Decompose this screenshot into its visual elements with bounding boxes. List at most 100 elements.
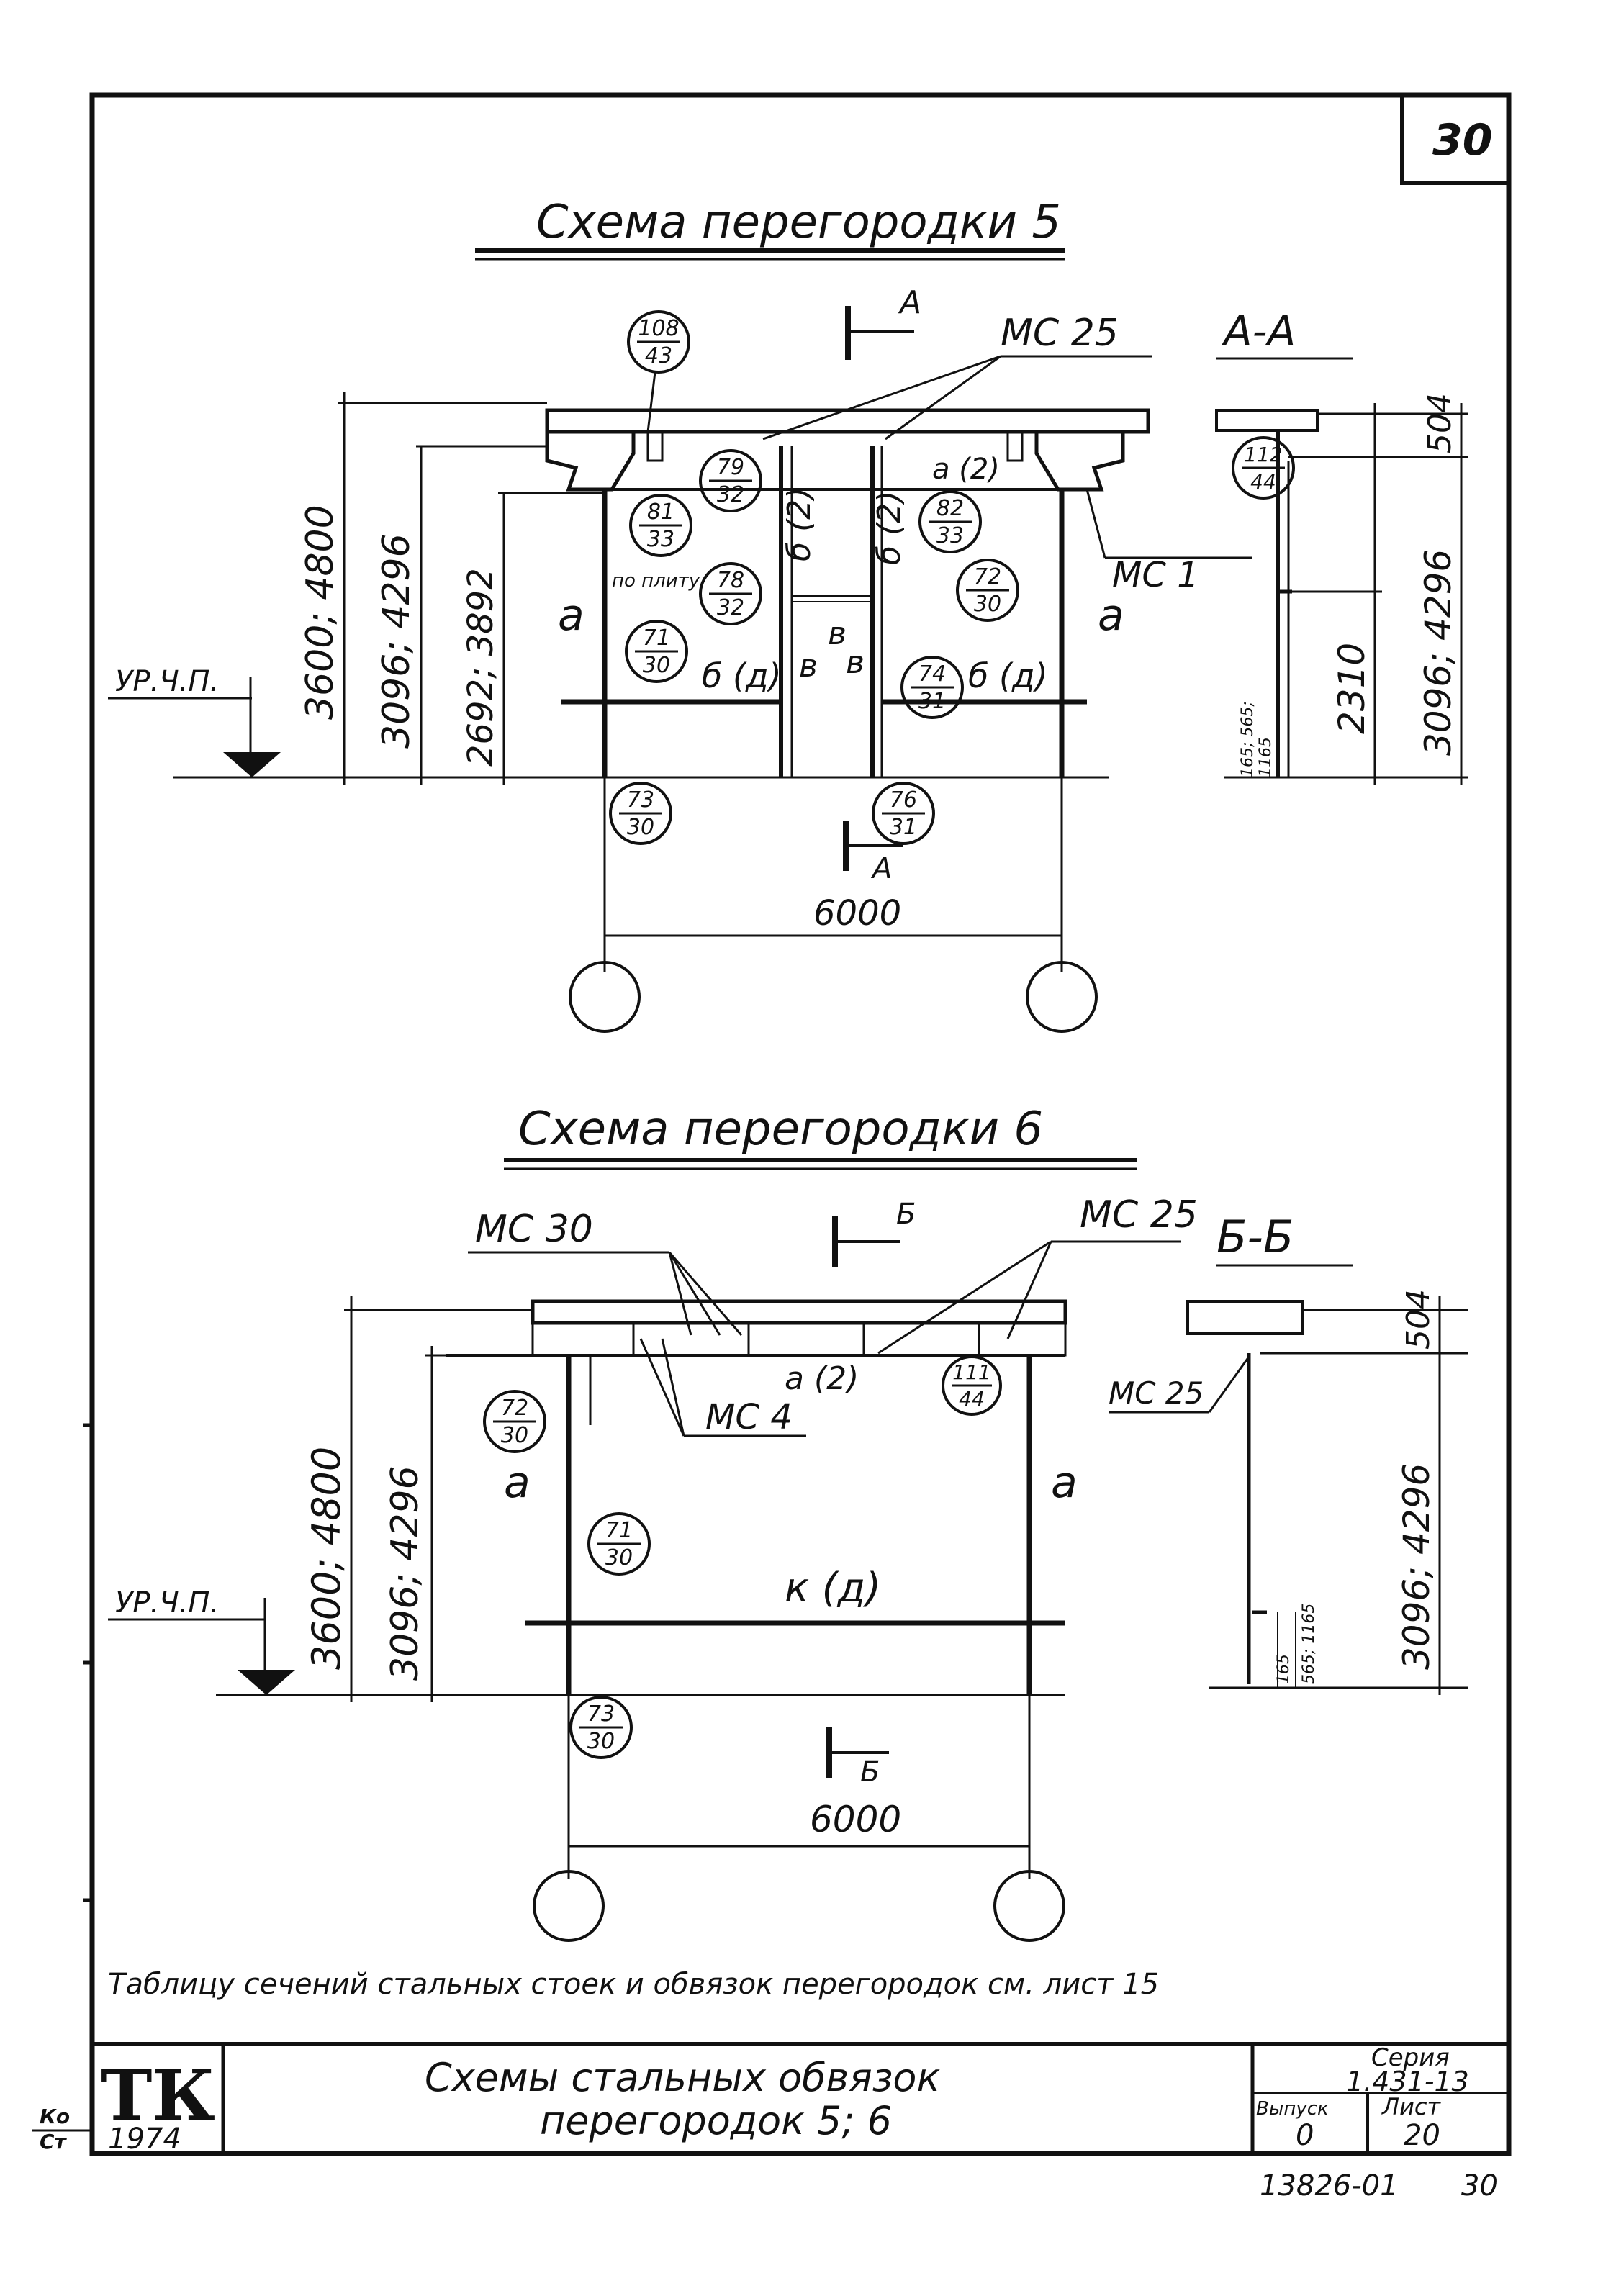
svg-text:165: 165 [1275, 1654, 1293, 1684]
svg-text:76: 76 [890, 787, 917, 813]
section-mark-a-top: А [845, 284, 921, 360]
svg-text:71: 71 [605, 1518, 633, 1543]
frame-lines-5 [173, 446, 1109, 779]
svg-text:504: 504 [1422, 393, 1458, 453]
svg-text:73: 73 [587, 1701, 615, 1727]
title-line-2: перегородок 5; 6 [540, 2098, 892, 2143]
svg-text:а: а [504, 1457, 531, 1508]
svg-text:565; 1165: 565; 1165 [1300, 1604, 1318, 1684]
svg-text:Б-Б: Б-Б [1216, 1211, 1294, 1263]
sheet-value: 20 [1404, 2119, 1440, 2152]
node-108-43: 108 43 [627, 310, 690, 433]
scheme-6: Схема перегородки 6 Б Б [108, 1103, 1468, 1942]
svg-text:в: в [846, 644, 865, 681]
node-82-33: 82 33 [918, 490, 982, 553]
node-71-30-b: 71 30 [587, 1512, 651, 1576]
scheme5-title: Схема перегородки 5 [536, 196, 1061, 249]
title-year: 1974 [108, 2123, 181, 2156]
svg-text:72: 72 [974, 564, 1001, 589]
svg-text:к (д): к (д) [785, 1565, 881, 1612]
svg-text:б (2): б (2) [871, 491, 908, 565]
svg-text:б (д): б (д) [968, 656, 1048, 695]
dims-left-5: 3600; 4800 3096; 4296 2692; 3892 [299, 392, 605, 785]
title-block: ТК 1974 Схемы стальных обвязок перегород… [92, 2042, 1509, 2156]
svg-text:33: 33 [647, 527, 674, 552]
svg-text:МС 25: МС 25 [1080, 1193, 1198, 1237]
sheet-frame [89, 92, 1512, 2156]
floor-slab-6 [531, 1299, 1067, 1357]
level-mark-5: УР.Ч.П. [108, 665, 281, 777]
svg-text:82: 82 [936, 496, 964, 521]
section-mark-b-bottom: Б [826, 1727, 889, 1789]
svg-text:А: А [898, 284, 921, 321]
level-mark-6: УР.Ч.П. [108, 1586, 295, 1695]
footnote: Таблицу сечений стальных стоек и обвязок… [108, 1968, 1159, 2001]
profile-mc4: МС 4 [639, 1338, 806, 1437]
series-label: Серия [1371, 2043, 1450, 2072]
node-72-30-b: 72 30 [483, 1390, 546, 1453]
svg-text:а: а [1098, 590, 1124, 641]
svg-text:74: 74 [918, 661, 946, 687]
section-mark-b-top: Б [832, 1198, 916, 1267]
svg-text:МС 4: МС 4 [705, 1397, 793, 1437]
svg-text:3096; 4296: 3096; 4296 [384, 1465, 427, 1681]
level-mark-5-text: УР.Ч.П. [115, 665, 219, 698]
svg-text:МС 1: МС 1 [1112, 555, 1199, 595]
svg-text:31: 31 [918, 689, 946, 714]
section-a-a: А-А 112 44 504 3096; 4296 2310 165; 565;… [1215, 307, 1468, 785]
svg-text:30: 30 [974, 592, 1001, 617]
svg-text:108: 108 [638, 316, 679, 341]
svg-text:б (д): б (д) [702, 656, 782, 695]
svg-text:71: 71 [643, 625, 670, 651]
svg-text:32: 32 [717, 595, 744, 620]
profile-mc1-5: МС 1 [1085, 489, 1252, 595]
svg-text:111: 111 [952, 1360, 990, 1384]
svg-text:32: 32 [717, 482, 744, 507]
svg-text:Ко: Ко [40, 2105, 70, 2128]
dims-left-6: 3600; 4800 3096; 4296 [304, 1296, 569, 1702]
svg-text:31: 31 [890, 815, 917, 840]
issue-label: Выпуск [1256, 2098, 1329, 2120]
sheet-number: 30 [1432, 115, 1493, 166]
svg-text:30: 30 [627, 815, 654, 840]
node-71-30-a: 71 30 [625, 620, 688, 683]
node-73-30-a: 73 30 [609, 782, 672, 845]
sheet-number-box: 30 [1400, 95, 1509, 185]
edge-stamp: Ко Ст [32, 2105, 92, 2153]
svg-text:30: 30 [643, 653, 670, 678]
svg-text:А: А [870, 852, 892, 885]
node-81-33: 81 33 [629, 494, 692, 557]
node-111-44: 111 44 [942, 1355, 1002, 1416]
title-line-1: Схемы стальных обвязок [425, 2055, 940, 2100]
node-79-32: 79 32 [699, 449, 762, 512]
svg-text:3096; 4296: 3096; 4296 [1417, 549, 1459, 756]
bottom-page: 30 [1461, 2169, 1498, 2202]
svg-text:а: а [1051, 1457, 1078, 1508]
section-mark-a-bottom: А [843, 821, 903, 885]
svg-text:33: 33 [936, 523, 964, 548]
svg-text:Б: Б [896, 1198, 916, 1231]
tk-logo: ТК [101, 2055, 215, 2136]
profile-mc25-5: МС 25 [762, 312, 1152, 440]
svg-text:165; 565;: 165; 565; [1239, 701, 1257, 777]
node-76-31: 76 31 [872, 782, 935, 845]
svg-text:МС 25: МС 25 [1109, 1375, 1204, 1411]
grid-axes-5: 6000 [569, 777, 1098, 1033]
scheme-5: Схема перегородки 5 А А [108, 196, 1468, 1033]
svg-text:а: а [558, 590, 584, 641]
svg-text:43: 43 [645, 343, 672, 369]
svg-text:а (2): а (2) [932, 453, 1000, 486]
note-po-plity: по плиту [612, 570, 700, 592]
svg-text:3600; 4800: 3600; 4800 [304, 1447, 349, 1670]
grid-axes-6: 6000 [533, 1695, 1065, 1942]
frame-ticks [83, 1423, 92, 1902]
node-78-32: 78 32 [699, 562, 762, 625]
svg-text:73: 73 [627, 787, 654, 813]
svg-text:78: 78 [717, 568, 744, 593]
section-b-b: Б-Б МС 25 504 3096; 4296 165 565; 1165 [1109, 1211, 1468, 1695]
dim5-left-1: 3600; 4800 [299, 505, 342, 720]
issue-value: 0 [1296, 2119, 1314, 2152]
svg-text:в: в [828, 615, 847, 652]
svg-text:112: 112 [1244, 443, 1282, 466]
